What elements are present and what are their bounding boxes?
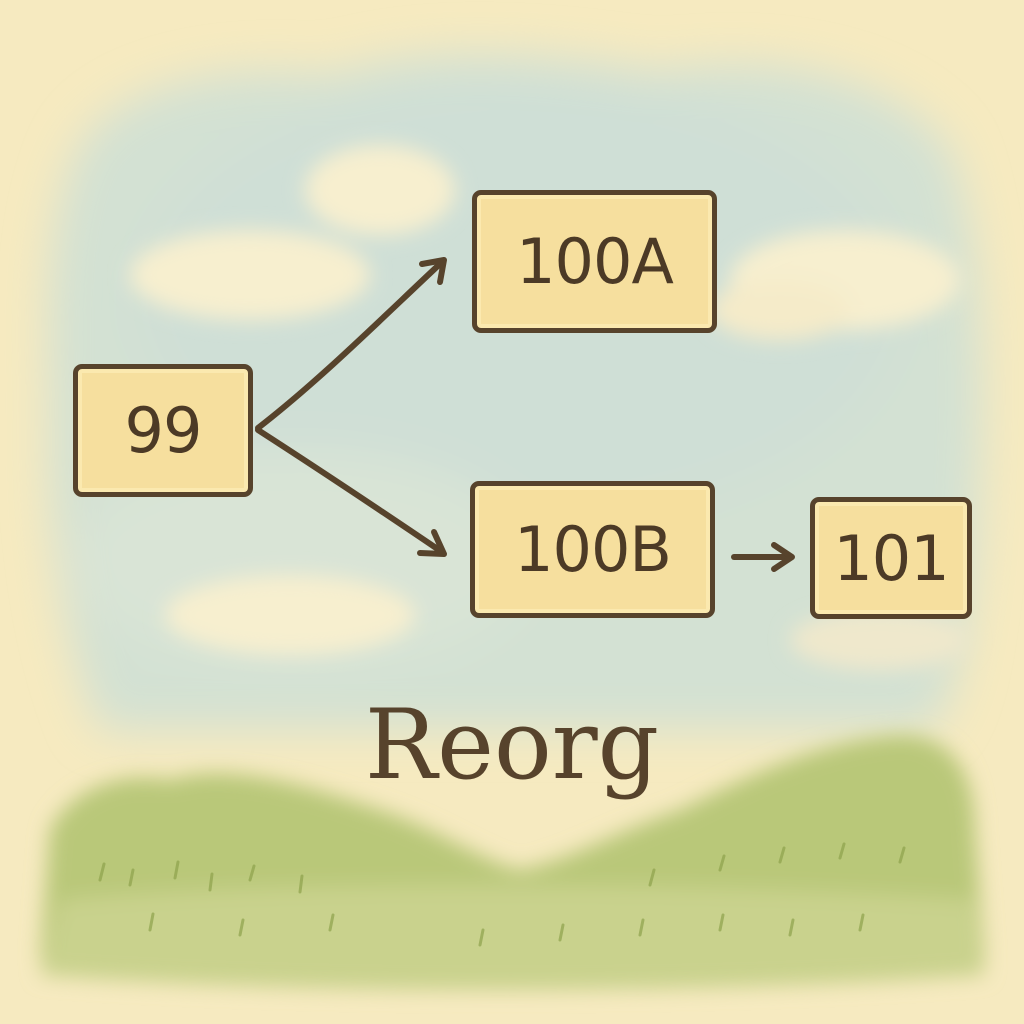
grass-field: [40, 735, 985, 990]
node-label: 101: [833, 521, 949, 595]
node-label: 99: [124, 394, 203, 467]
grass-strokes: [98, 842, 906, 947]
block-node-100b: 100B: [470, 481, 715, 618]
block-node-101: 101: [810, 497, 972, 619]
node-label: 100B: [514, 513, 672, 586]
block-node-99: 99: [73, 364, 253, 497]
node-label: 100A: [516, 225, 674, 298]
block-node-100a: 100A: [472, 190, 717, 333]
caption-title: Reorg: [364, 689, 660, 801]
